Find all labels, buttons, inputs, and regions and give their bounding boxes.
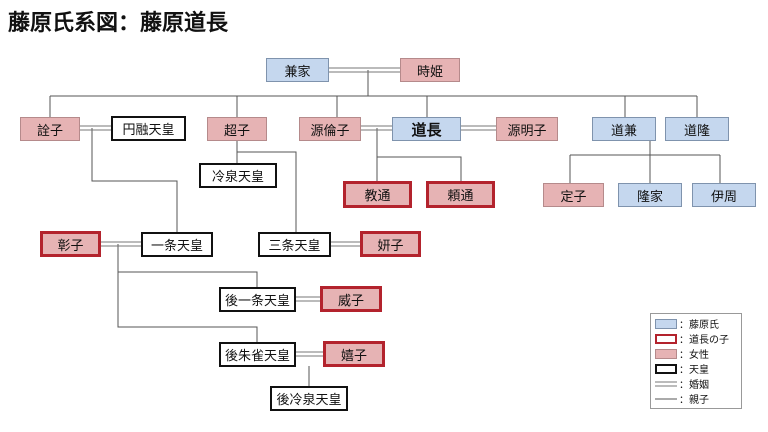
legend-swatch-marriage (655, 381, 677, 386)
node-gosuzaku: 後朱雀天皇 (219, 342, 296, 367)
node-michinaga: 道長 (392, 117, 461, 141)
legend-label-child: ：道長の子 (679, 335, 729, 346)
node-kenshi: 妍子 (360, 231, 421, 257)
node-takaie: 隆家 (618, 183, 682, 207)
node-goreizei: 後冷泉天皇 (270, 386, 348, 411)
parent-line (118, 271, 258, 287)
node-meishi: 源明子 (496, 117, 558, 141)
legend-label-fujiwara: ：藤原氏 (679, 320, 719, 331)
legend-swatch-fujiwara (655, 318, 677, 329)
node-michitaka: 道隆 (665, 117, 729, 141)
node-enyu: 円融天皇 (111, 116, 186, 141)
node-choshi: 超子 (207, 117, 267, 141)
legend-label-emperor: ：天皇 (679, 365, 709, 376)
legend-row-fujiwara: ：藤原氏 (655, 317, 719, 331)
legend-row-parent: ：親子 (655, 392, 709, 406)
legend: ：藤原氏 ：道長の子 ：女性 ：天皇 ：婚姻 ：親子 (650, 313, 742, 409)
node-shoshi: 彰子 (40, 231, 101, 257)
parent-line (117, 244, 258, 343)
node-goichijo: 後一条天皇 (219, 287, 296, 312)
node-kaneie: 兼家 (266, 58, 329, 82)
legend-row-female: ：女性 (655, 347, 709, 361)
node-reizei: 冷泉天皇 (199, 163, 277, 188)
legend-swatch-child (655, 333, 677, 344)
legend-label-marriage: ：婚姻 (679, 380, 709, 391)
node-tokihime: 時姫 (400, 58, 460, 82)
legend-label-parent: ：親子 (679, 395, 709, 406)
parent-line (237, 151, 297, 232)
node-michikane: 道兼 (592, 117, 656, 141)
node-ichijo: 一条天皇 (141, 232, 213, 257)
node-teishi: 定子 (543, 183, 604, 207)
legend-row-child: ：道長の子 (655, 332, 729, 346)
node-senshi: 詮子 (20, 117, 80, 141)
node-ishi: 威子 (320, 286, 382, 312)
node-kishi: 嬉子 (323, 341, 385, 367)
legend-swatch-parent (655, 398, 677, 399)
page-title: 藤原氏系図：藤原道長 (8, 11, 229, 36)
node-norimichi: 教通 (343, 181, 412, 208)
parent-line (91, 128, 178, 232)
node-yorimichi: 頼通 (426, 181, 495, 208)
node-sanjo: 三条天皇 (258, 232, 331, 257)
node-rinshi: 源倫子 (299, 117, 361, 141)
node-korechika: 伊周 (692, 183, 756, 207)
parent-line (377, 156, 462, 181)
legend-swatch-emperor (655, 363, 677, 374)
legend-row-emperor: ：天皇 (655, 362, 709, 376)
legend-label-female: ：女性 (679, 350, 709, 361)
legend-row-marriage: ：婚姻 (655, 377, 709, 391)
legend-swatch-female (655, 348, 677, 359)
